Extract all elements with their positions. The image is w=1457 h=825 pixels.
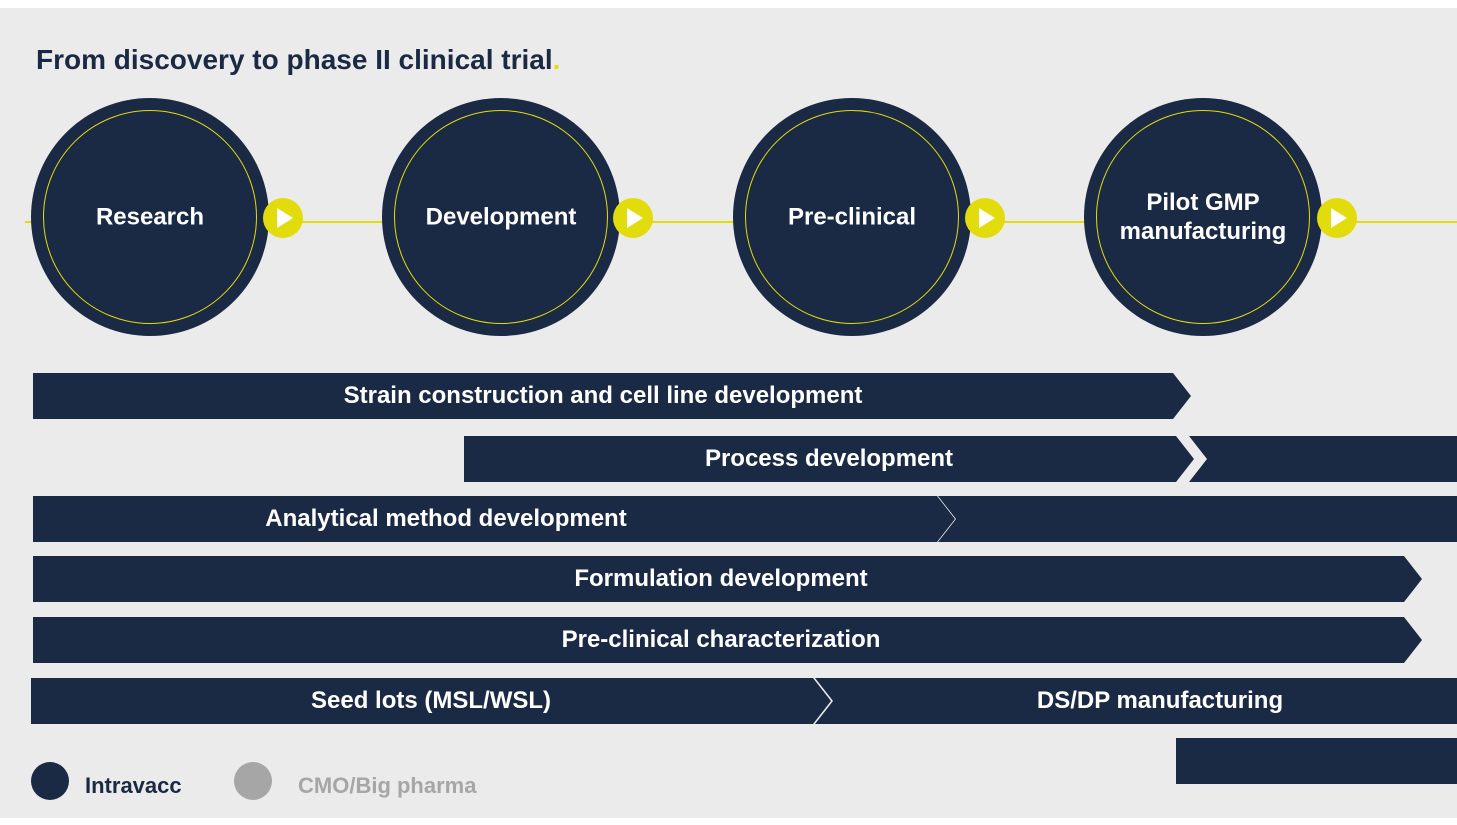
legend-swatch-cmo	[234, 762, 272, 800]
page-title: From discovery to phase II clinical tria…	[36, 44, 560, 76]
bar-ds-dp-manufacturing	[815, 678, 1457, 724]
legend-label-cmo: CMO/Big pharma	[298, 773, 477, 798]
stage-label: Research	[95, 203, 205, 231]
bar-pre-clinical-characterization	[33, 617, 1422, 663]
play-arrow-icon	[965, 198, 1005, 238]
stage-label: Pilot GMP manufacturing	[1119, 189, 1287, 245]
play-arrow-icon	[263, 198, 303, 238]
bar-label: Strain construction and cell line develo…	[343, 382, 863, 409]
bar-formulation-development	[33, 556, 1422, 602]
stage-label: Pre-clinical	[787, 203, 917, 231]
stage-ring	[43, 110, 257, 324]
bar-label: Pre-clinical characterization	[561, 626, 881, 653]
bar-seed-lots	[31, 678, 831, 724]
stage-development: Development	[382, 98, 620, 336]
stage-ring	[1096, 110, 1310, 324]
legend-swatch-intravacc	[31, 762, 69, 800]
stage-label: Development	[425, 203, 577, 231]
stage-ring	[394, 110, 608, 324]
play-arrow-icon	[613, 198, 653, 238]
bar-analytical-method-cmo	[938, 496, 1457, 542]
title-text: From discovery to phase II clinical tria…	[36, 44, 553, 75]
stage-research: Research	[31, 98, 269, 336]
play-arrow-icon	[1317, 198, 1357, 238]
bar-cmo-final-block	[1176, 738, 1457, 784]
bar-analytical-method-development	[33, 496, 955, 542]
bar-label: Seed lots (MSL/WSL)	[311, 687, 551, 714]
diagram-panel: From discovery to phase II clinical tria…	[0, 8, 1457, 818]
legend-label-intravacc: Intravacc	[85, 773, 182, 798]
stage-pre-clinical: Pre-clinical	[733, 98, 971, 336]
bar-label: Analytical method development	[265, 505, 627, 532]
bar-label: Process development	[704, 445, 954, 472]
bar-process-development	[464, 436, 1194, 482]
stage-ring	[745, 110, 959, 324]
bar-strain-construction	[33, 373, 1191, 419]
bar-label: DS/DP manufacturing	[1036, 687, 1284, 714]
bar-label: Formulation development	[574, 565, 868, 592]
bar-process-development-cmo	[1189, 436, 1457, 482]
title-accent-dot: .	[552, 44, 561, 75]
stage-pilot-gmp-manufacturing: Pilot GMP manufacturing	[1084, 98, 1322, 336]
